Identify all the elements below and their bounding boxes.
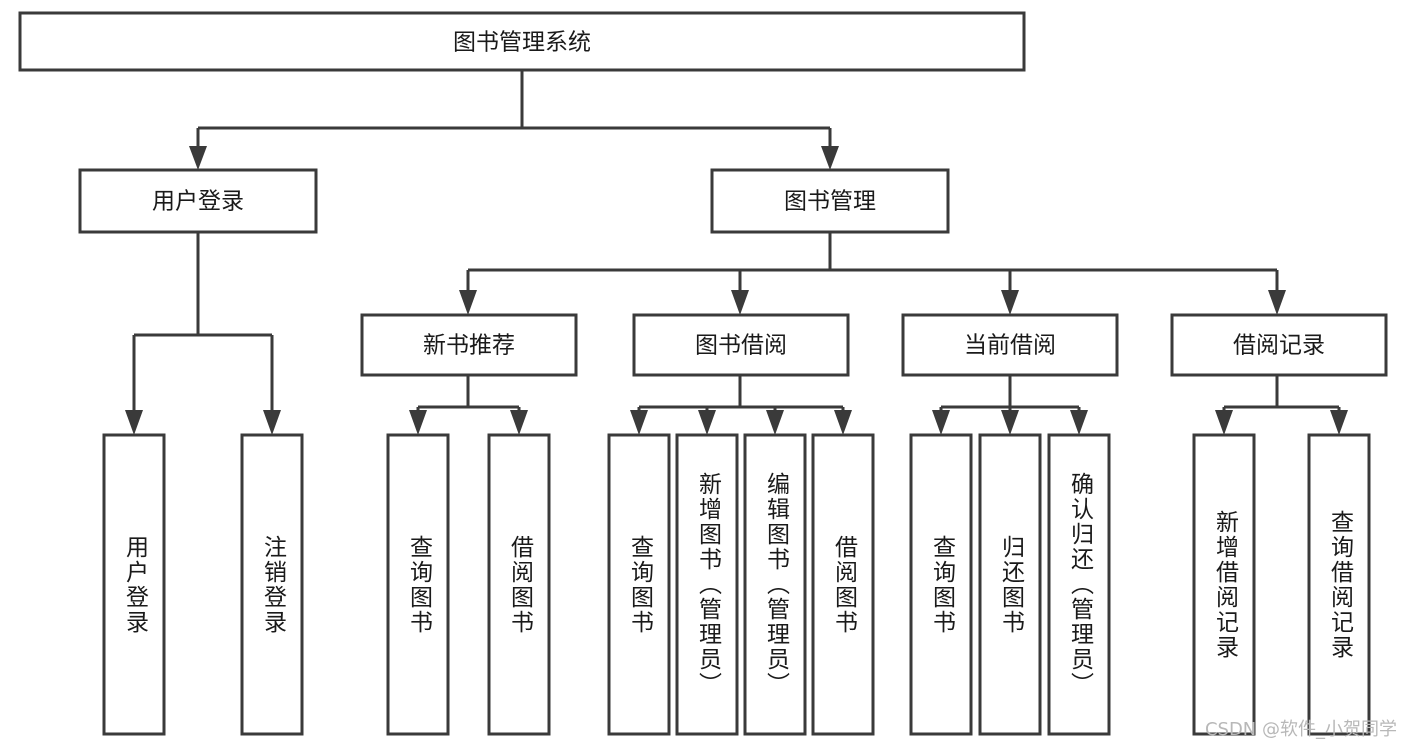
arrow-head-leaf-query-book-3 <box>932 410 950 435</box>
node-box-leaf-borrow-book-1[interactable] <box>487 433 551 736</box>
node-current-borrow[interactable]: 当前借阅 <box>901 313 1119 377</box>
node-box-leaf-query-book-1[interactable] <box>386 433 450 736</box>
node-box-leaf-query-book-2[interactable] <box>607 433 671 736</box>
node-label-book-borrow: 图书借阅 <box>695 333 787 359</box>
arrow-head-book-management <box>821 146 839 170</box>
arrow-head-borrow-record <box>1268 290 1286 315</box>
arrow-head-leaf-borrow-book-2 <box>834 410 852 435</box>
node-new-book-recommend[interactable]: 新书推荐 <box>360 313 578 377</box>
node-box-borrow-record[interactable] <box>1170 313 1388 377</box>
node-box-leaf-return-book[interactable] <box>978 433 1042 736</box>
node-box-leaf-edit-book[interactable] <box>743 433 807 736</box>
connector-group-new-book-recommend <box>409 375 528 435</box>
node-user-login[interactable]: 用户登录 <box>78 168 318 234</box>
arrow-head-leaf-query-book-1 <box>409 410 427 435</box>
arrow-head-leaf-add-book <box>698 410 716 435</box>
leaf-boxes-current-borrow <box>909 433 1111 736</box>
node-box-book-borrow[interactable] <box>632 313 850 377</box>
arrow-head-leaf-borrow-book-1 <box>510 410 528 435</box>
node-box-new-book-recommend[interactable] <box>360 313 578 377</box>
leaf-boxes-new-book-recommend <box>386 433 551 736</box>
arrow-head-leaf-return-book <box>1001 410 1019 435</box>
arrow-head-leaf-query-record <box>1330 410 1348 435</box>
csdn-watermark: CSDN @软件_小贺同学 <box>1204 719 1397 740</box>
node-root[interactable]: 图书管理系统 <box>18 11 1026 72</box>
node-box-leaf-add-book[interactable] <box>675 433 739 736</box>
arrow-head-user-login <box>189 146 207 170</box>
arrow-head-new-book-recommend <box>459 290 477 315</box>
node-label-book-management: 图书管理 <box>784 189 876 215</box>
node-box-leaf-add-record[interactable] <box>1192 433 1256 736</box>
connector-group-borrow-record <box>1215 375 1348 435</box>
leaf-boxes-user-login <box>102 433 304 736</box>
arrow-head-current-borrow <box>1001 290 1019 315</box>
node-box-leaf-query-record[interactable] <box>1307 433 1371 736</box>
arrow-head-leaf-query-book-2 <box>630 410 648 435</box>
node-label-current-borrow: 当前借阅 <box>964 333 1056 359</box>
node-label-user-login: 用户登录 <box>152 189 244 215</box>
connector-group-user-login <box>125 232 281 435</box>
node-box-leaf-logout[interactable] <box>240 433 304 736</box>
arrow-head-leaf-logout <box>263 410 281 435</box>
arrow-head-leaf-edit-book <box>766 410 784 435</box>
connector-group-current-borrow <box>932 375 1088 435</box>
leaf-boxes-borrow-record <box>1192 433 1371 736</box>
arrow-head-leaf-add-record <box>1215 410 1233 435</box>
arrow-head-book-borrow <box>731 290 749 315</box>
connector-group-root <box>189 70 839 170</box>
node-label-new-book-recommend: 新书推荐 <box>423 333 515 359</box>
node-borrow-record[interactable]: 借阅记录 <box>1170 313 1388 377</box>
connector-group-book-management <box>459 232 1286 315</box>
node-book-management[interactable]: 图书管理 <box>710 168 950 234</box>
node-box-current-borrow[interactable] <box>901 313 1119 377</box>
node-box-leaf-borrow-book-2[interactable] <box>811 433 875 736</box>
node-box-leaf-query-book-3[interactable] <box>909 433 973 736</box>
node-label-borrow-record: 借阅记录 <box>1233 333 1325 359</box>
leaf-boxes-book-borrow <box>607 433 875 736</box>
node-box-root[interactable] <box>18 11 1026 72</box>
node-label-root: 图书管理系统 <box>453 30 591 56</box>
arrow-head-leaf-confirm-return <box>1070 410 1088 435</box>
node-book-borrow[interactable]: 图书借阅 <box>632 313 850 377</box>
node-box-book-management[interactable] <box>710 168 950 234</box>
node-box-user-login[interactable] <box>78 168 318 234</box>
connector-group-book-borrow <box>630 375 852 435</box>
node-box-leaf-confirm-return[interactable] <box>1047 433 1111 736</box>
arrow-head-leaf-user-login <box>125 410 143 435</box>
node-box-leaf-user-login[interactable] <box>102 433 166 736</box>
